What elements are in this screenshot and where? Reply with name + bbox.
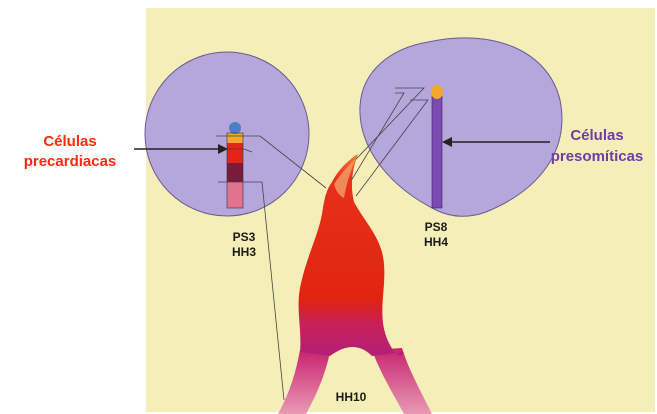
stage-label-hh10: HH10 [336, 390, 367, 404]
stage-label-ps8: PS8 [425, 220, 448, 234]
streak-orange-segment [227, 133, 243, 143]
presomitic-label-line1: Células [570, 127, 623, 144]
streak-red-segment [227, 142, 243, 163]
precardiac-label-line2: precardiacas [24, 153, 117, 170]
streak-maroon-segment [227, 162, 243, 182]
streak-blue-node [229, 122, 241, 134]
streak-pink-segment [227, 180, 243, 208]
stage-label-ps3: PS3 [233, 230, 256, 244]
embryo-ps3-hh3 [145, 52, 309, 216]
streak-orange-node [431, 85, 443, 99]
stage-label-hh3: HH3 [232, 245, 256, 259]
stage-label-hh4: HH4 [424, 235, 448, 249]
precardiac-label-line1: Células [43, 133, 96, 150]
streak-purple [432, 96, 442, 208]
presomitic-label-line2: presomíticas [551, 148, 644, 165]
